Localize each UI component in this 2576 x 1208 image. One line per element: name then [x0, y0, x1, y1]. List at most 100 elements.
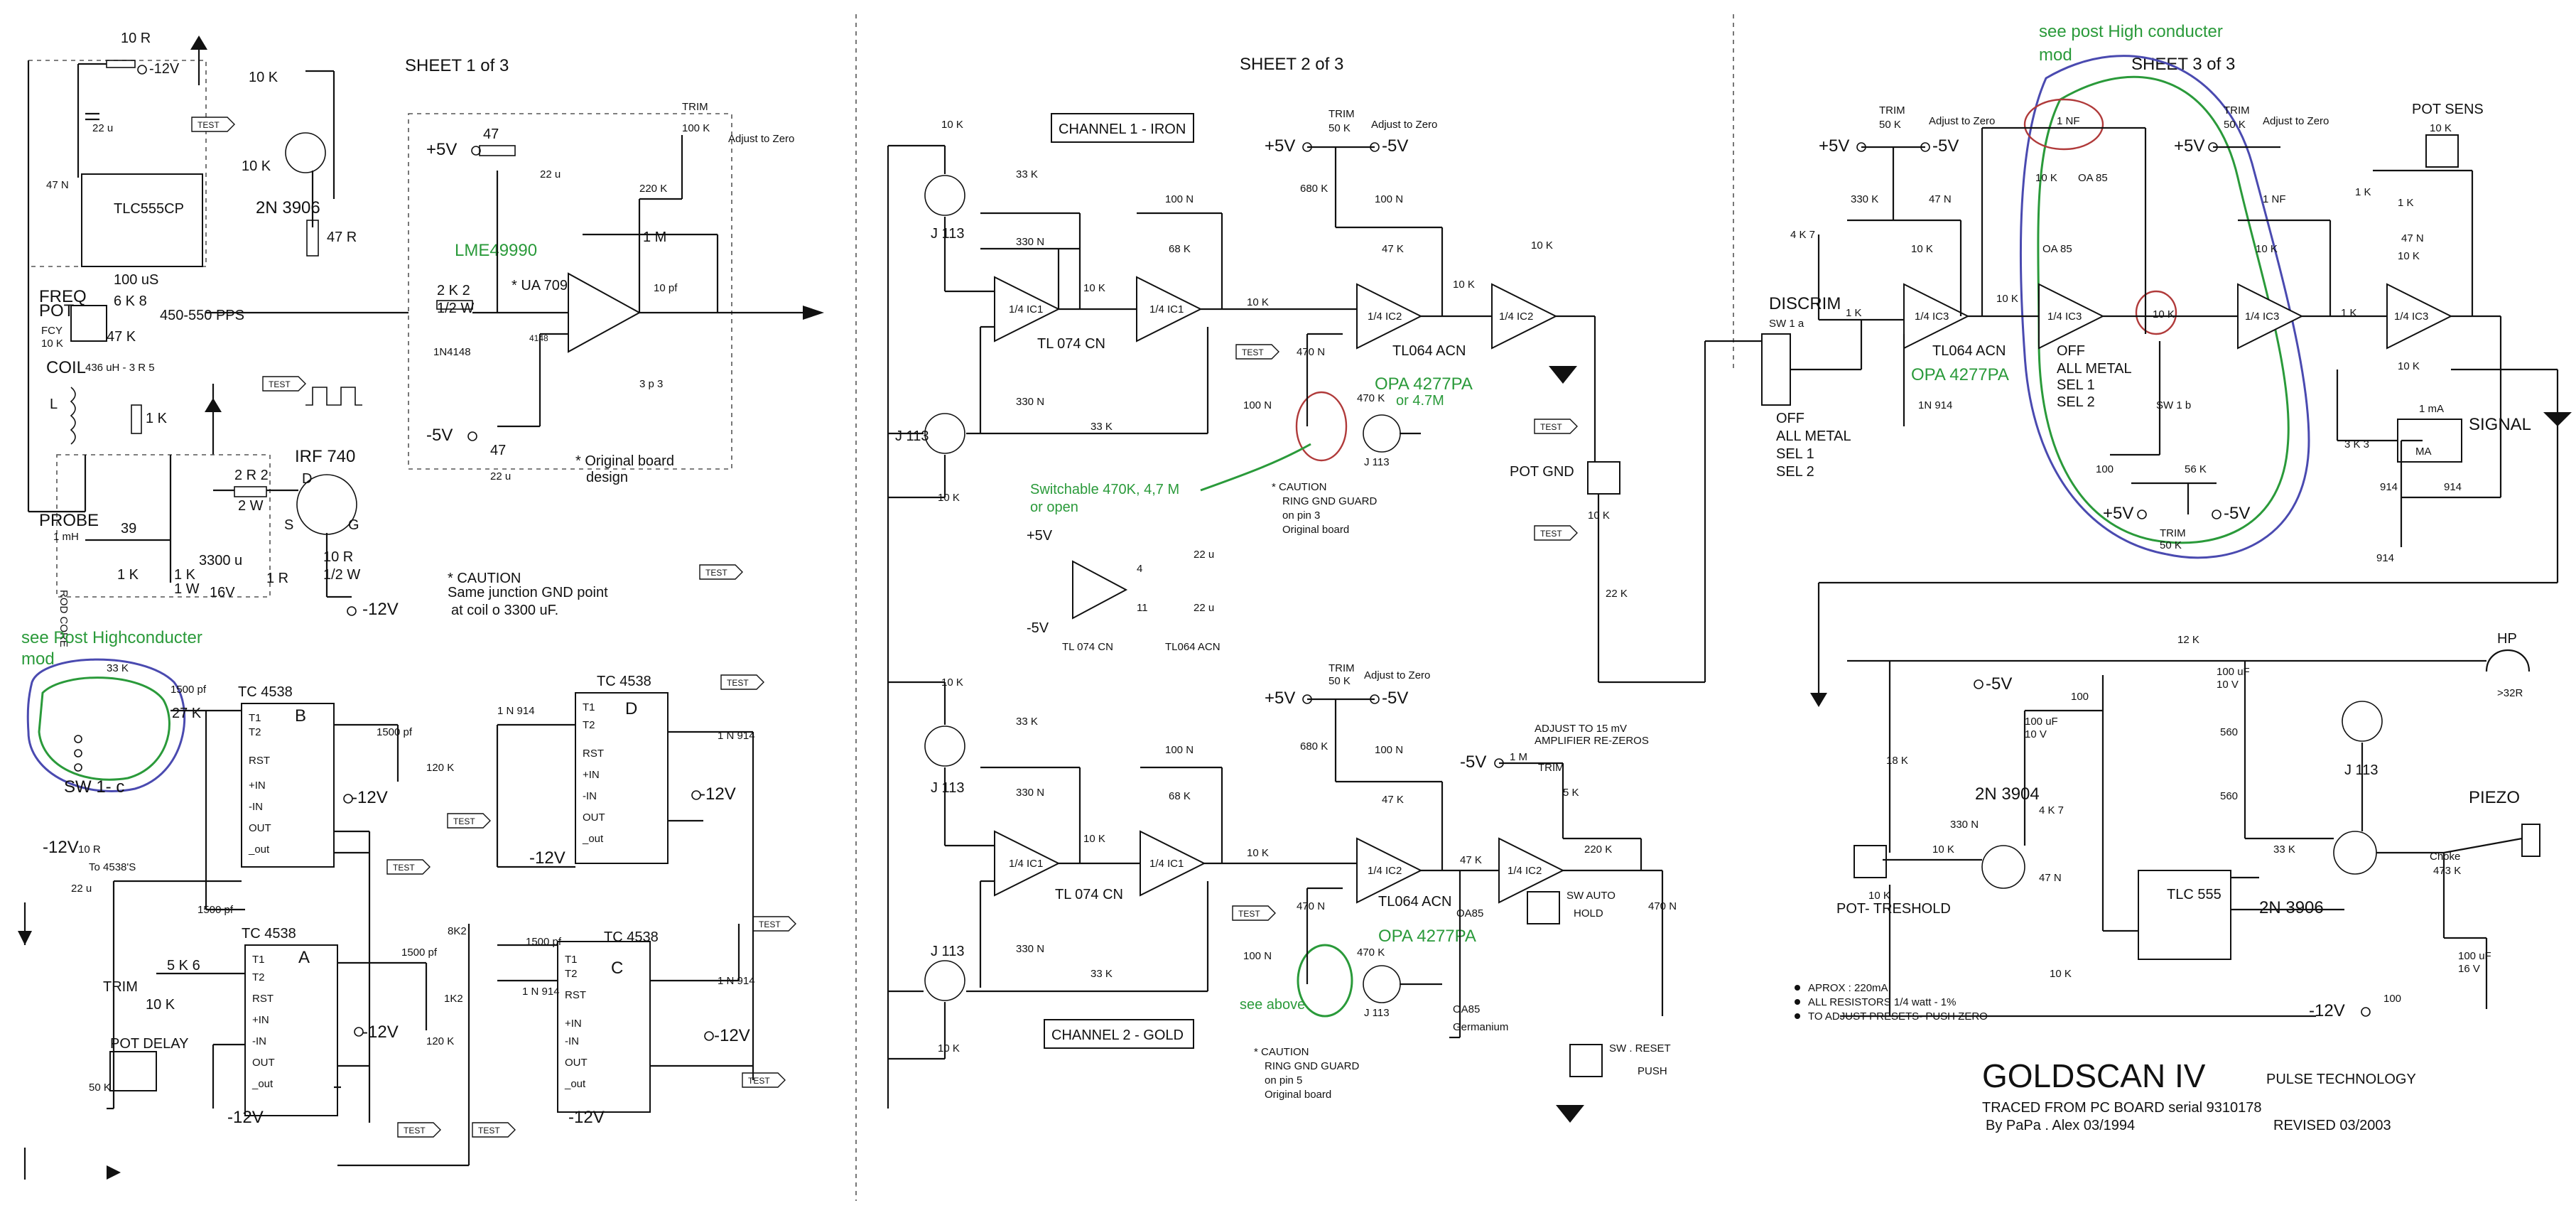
- svg-text:1 M: 1 M: [643, 230, 666, 245]
- svg-text:RST: RST: [249, 755, 270, 767]
- svg-text:Adjust to Zero: Adjust to Zero: [1371, 119, 1437, 131]
- svg-text:10 K: 10 K: [2430, 122, 2452, 134]
- svg-text:* CAUTION: * CAUTION: [1272, 481, 1327, 493]
- svg-text:_out: _out: [251, 1078, 274, 1090]
- svg-text:22 u: 22 u: [490, 470, 511, 482]
- ic-tc4538-c: [557, 941, 651, 1113]
- svg-text:TL 074 CN: TL 074 CN: [1037, 336, 1105, 352]
- svg-text:-12V: -12V: [43, 838, 79, 857]
- jfet-j113-1: [924, 175, 965, 216]
- ring-guard-1: [1295, 391, 1348, 462]
- svg-text:4: 4: [1137, 563, 1142, 575]
- svg-text:68 K: 68 K: [1169, 243, 1191, 255]
- svg-text:>32R: >32R: [2497, 687, 2523, 699]
- channel-1-label-box: [1051, 113, 1194, 143]
- svg-text:TL064 ACN: TL064 ACN: [1392, 343, 1466, 359]
- headphones-icon: [2485, 649, 2531, 672]
- svg-text:TC 4538: TC 4538: [242, 926, 296, 942]
- svg-text:TLC 555: TLC 555: [2167, 887, 2221, 902]
- svg-text:10 K: 10 K: [1932, 843, 1954, 856]
- svg-text:10 R: 10 R: [78, 843, 101, 856]
- svg-text:10 K: 10 K: [1083, 282, 1105, 294]
- svg-text:47: 47: [490, 443, 506, 458]
- svg-text:+5V: +5V: [1265, 689, 1295, 708]
- svg-text:100: 100: [2071, 691, 2089, 703]
- svg-text:-12V: -12V: [227, 1108, 264, 1127]
- opamp-power-symbol: [1072, 560, 1128, 620]
- svg-text:ROD CORE: ROD CORE: [58, 590, 70, 647]
- arrow-up-icon: [190, 36, 207, 50]
- svg-text:1/4 IC1: 1/4 IC1: [1149, 858, 1184, 870]
- svg-text:on pin 5: on pin 5: [1265, 1074, 1302, 1086]
- svg-text:Choke: Choke: [2430, 851, 2460, 863]
- svg-text:330 N: 330 N: [1016, 787, 1044, 799]
- svg-text:TEST: TEST: [759, 920, 781, 929]
- svg-text:SEL 1: SEL 1: [1776, 446, 1814, 462]
- pulse-waveform-icon: [305, 387, 362, 406]
- svg-text:4 K 7: 4 K 7: [2039, 804, 2064, 816]
- svg-text:design: design: [586, 470, 628, 485]
- svg-text:1/4 IC2: 1/4 IC2: [1368, 311, 1402, 323]
- svg-text:50 K: 50 K: [1328, 122, 1351, 134]
- svg-text:47: 47: [483, 126, 499, 142]
- svg-text:By PaPa . Alex 03/1994: By PaPa . Alex 03/1994: [1986, 1118, 2135, 1133]
- svg-text:-5V: -5V: [1932, 136, 1959, 156]
- svg-text:470 K: 470 K: [1357, 392, 1385, 404]
- svg-text:1/4 IC1: 1/4 IC1: [1149, 303, 1184, 316]
- svg-text:1K2: 1K2: [444, 993, 463, 1005]
- svg-text:+IN: +IN: [583, 769, 600, 781]
- svg-text:47 K: 47 K: [1382, 794, 1404, 806]
- svg-text:50 K: 50 K: [1879, 119, 1901, 131]
- svg-text:SEL 2: SEL 2: [1776, 464, 1814, 480]
- jfet-j113-5: [924, 960, 965, 1001]
- svg-text:C: C: [611, 959, 623, 978]
- svg-text:2 W: 2 W: [238, 498, 264, 514]
- svg-text:1/4 IC2: 1/4 IC2: [1499, 311, 1533, 323]
- jfet-j113-3: [1363, 414, 1401, 453]
- svg-text:330 N: 330 N: [1016, 396, 1044, 408]
- svg-text:SW 1- c: SW 1- c: [64, 777, 124, 797]
- svg-text:1 NF: 1 NF: [2263, 193, 2286, 205]
- svg-text:1 R: 1 R: [266, 571, 288, 586]
- svg-text:mod: mod: [21, 649, 55, 669]
- svg-text:+5V: +5V: [1819, 136, 1849, 156]
- svg-text:10 K: 10 K: [941, 119, 963, 131]
- svg-text:L: L: [50, 397, 58, 412]
- svg-text:CHANNEL 2 - GOLD: CHANNEL 2 - GOLD: [1051, 1028, 1184, 1043]
- svg-text:To 4538'S: To 4538'S: [89, 861, 136, 873]
- svg-text:47 N: 47 N: [46, 179, 69, 191]
- svg-text:or open: or open: [1030, 500, 1078, 515]
- svg-text:2N 3904: 2N 3904: [1975, 784, 2040, 804]
- svg-text:G: G: [348, 517, 359, 533]
- svg-text:10 pf: 10 pf: [654, 282, 678, 294]
- svg-text:100 uF: 100 uF: [2217, 666, 2250, 678]
- svg-text:22 u: 22 u: [1194, 602, 1214, 614]
- wire-segment: [2443, 837, 2523, 854]
- svg-text:11: 11: [1137, 602, 1148, 614]
- pot-delay: [109, 1051, 157, 1091]
- svg-text:TC 4538: TC 4538: [597, 674, 651, 689]
- coil-mod-blue-outline: [26, 658, 186, 792]
- svg-text:OPA 4277PA: OPA 4277PA: [1911, 365, 2009, 384]
- svg-text:TEST: TEST: [748, 1076, 770, 1086]
- svg-text:TL 074 CN: TL 074 CN: [1055, 887, 1123, 902]
- svg-text:RST: RST: [583, 748, 604, 760]
- svg-text:J 113: J 113: [931, 944, 964, 959]
- svg-text:D: D: [625, 699, 637, 718]
- svg-text:+5V: +5V: [2174, 136, 2204, 156]
- sheet3-mod-blue-outline: [2019, 55, 2310, 559]
- svg-text:TEST: TEST: [269, 379, 291, 389]
- svg-text:1/4 IC1: 1/4 IC1: [1009, 303, 1043, 316]
- svg-text:22 K: 22 K: [1606, 588, 1628, 600]
- svg-text:-5V: -5V: [426, 426, 453, 445]
- svg-text:Same junction GND point: Same junction GND point: [448, 585, 608, 600]
- svg-text:-IN: -IN: [252, 1035, 266, 1047]
- cap-1nf-highlight: [2023, 98, 2104, 151]
- svg-text:100: 100: [2096, 463, 2114, 475]
- svg-text:16V: 16V: [210, 585, 235, 600]
- svg-text:10 V: 10 V: [2217, 679, 2239, 691]
- svg-text:914: 914: [2376, 552, 2394, 564]
- svg-text:AMPLIFIER RE-ZEROS: AMPLIFIER RE-ZEROS: [1535, 735, 1649, 747]
- coil-inductor: [70, 387, 76, 445]
- svg-text:T2: T2: [249, 726, 261, 738]
